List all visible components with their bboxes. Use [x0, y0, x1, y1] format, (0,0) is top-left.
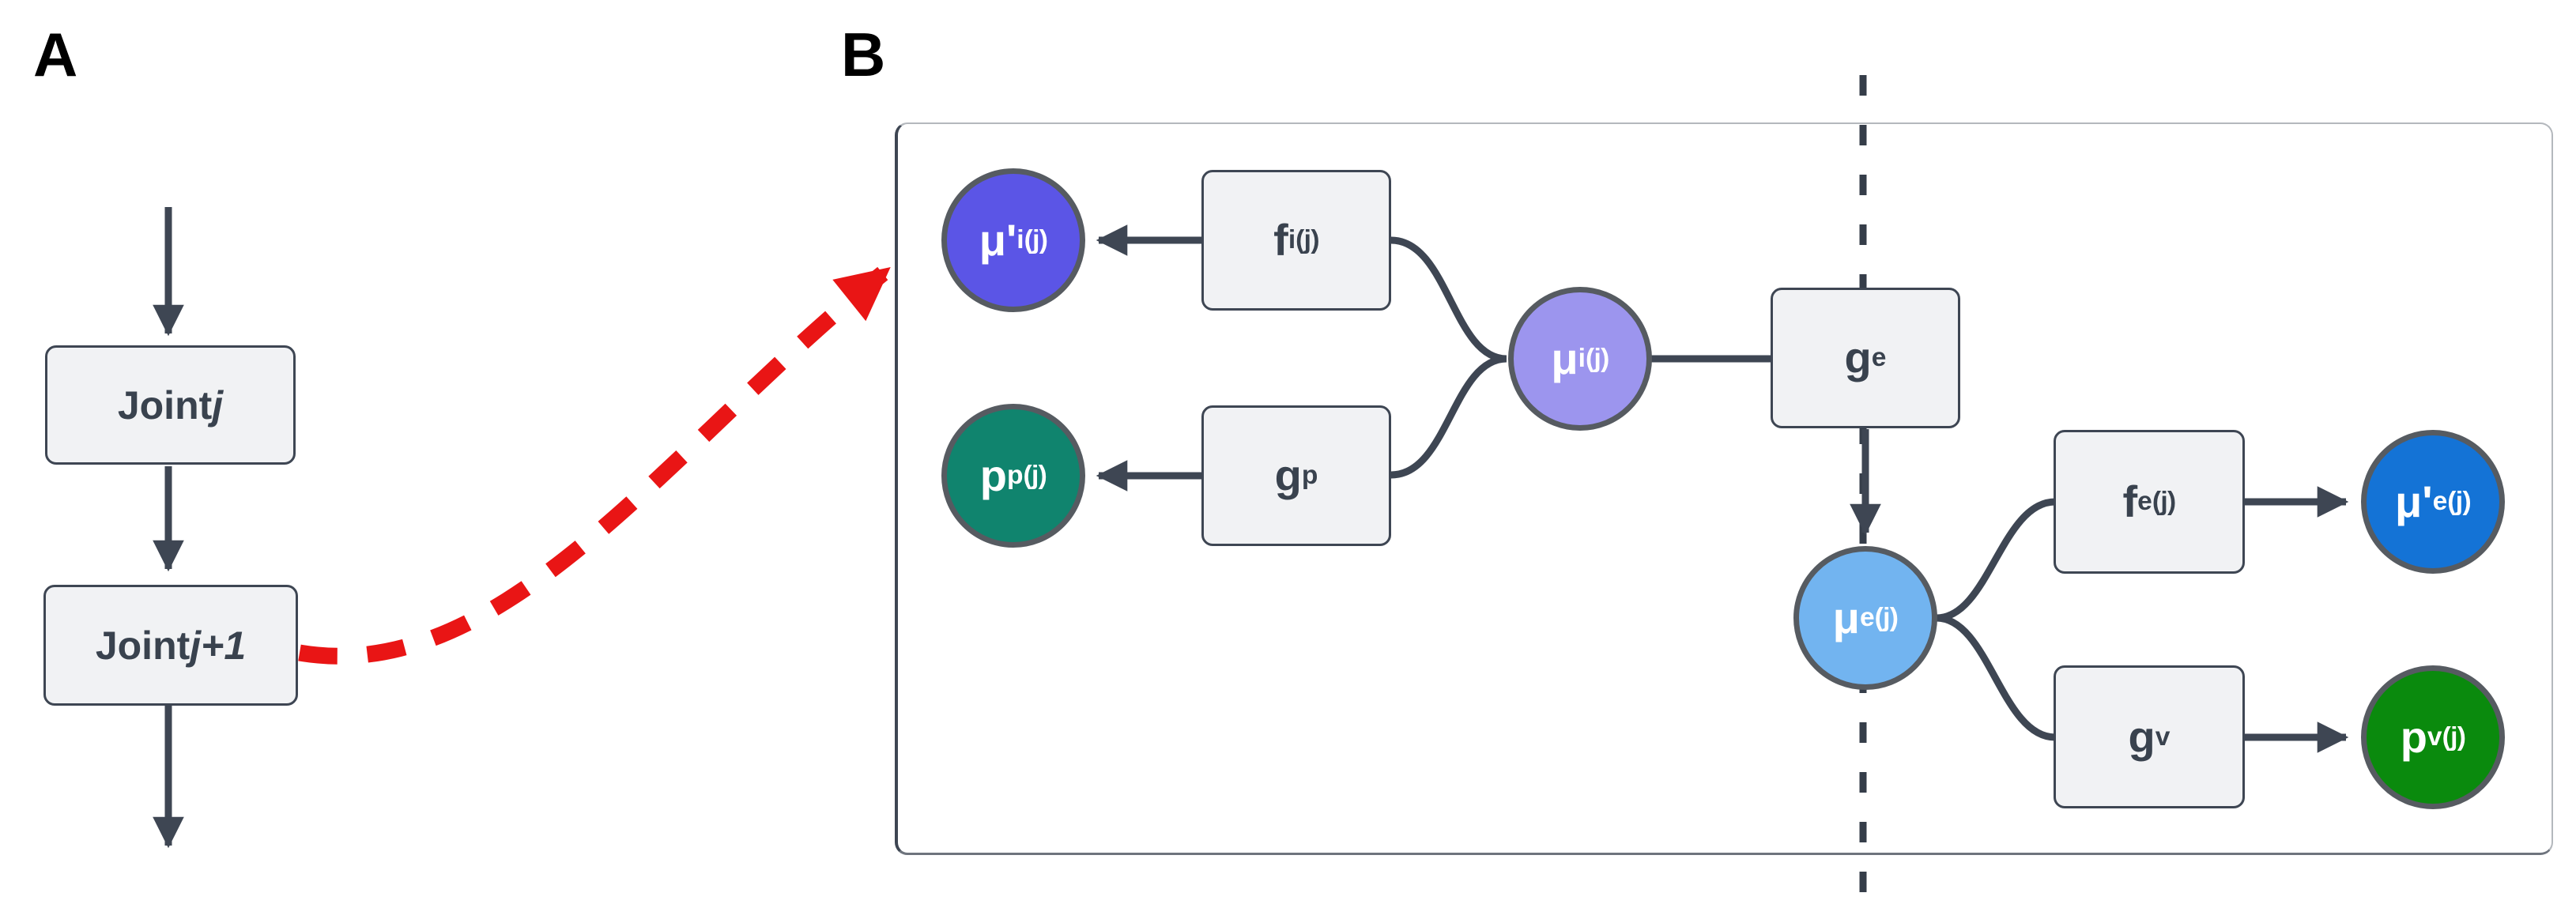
p-v-sub: v: [2427, 722, 2442, 752]
mu-i-sub: i: [1578, 344, 1586, 374]
p-p-base: p: [979, 450, 1007, 500]
p-v-base: p: [2400, 712, 2427, 762]
g-v-sub: v: [2155, 721, 2171, 752]
mu-i-prime-node: μ'i(j): [941, 168, 1085, 312]
p-v-sup: (j): [2442, 722, 2466, 752]
mu-e-prime-base: μ': [2395, 477, 2433, 526]
mu-i-prime-sup: (j): [1024, 225, 1048, 255]
mu-i-prime-sub: i: [1016, 225, 1024, 255]
g-p-sub: p: [1301, 461, 1318, 491]
joint-j1-box: Joint j+1: [43, 585, 298, 706]
mu-e-prime-sup: (j): [2447, 487, 2471, 517]
joint-j-box: Joint j: [45, 345, 296, 465]
mu-e-prime-sub: e: [2432, 487, 2448, 517]
panel-a-label: A: [33, 20, 78, 89]
mu-e-sub: e: [1859, 603, 1875, 633]
mu-e-sup: (j): [1874, 603, 1899, 633]
joint-j-label: Joint: [117, 382, 213, 428]
f-i-base: f: [1273, 215, 1288, 265]
f-i-sup: (j): [1296, 225, 1319, 255]
g-e-base: g: [1844, 333, 1872, 382]
p-p-sup: (j): [1023, 461, 1047, 491]
g-e-sub: e: [1871, 343, 1887, 373]
mu-i-sup: (j): [1585, 344, 1609, 374]
g-v-base: g: [2128, 711, 2155, 762]
g-p-base: g: [1274, 450, 1302, 500]
joint-j1-var: j+1: [190, 623, 247, 668]
joint-j-var: j: [212, 382, 224, 428]
red-dashed-zoom-arrow: [298, 266, 891, 665]
p-p-sub: p: [1007, 461, 1024, 491]
f-e-sup: (j): [2152, 487, 2176, 517]
f-e-base: f: [2122, 477, 2138, 526]
mu-i-prime-base: μ': [979, 215, 1017, 265]
panel-b-frame: [895, 122, 2553, 855]
f-e-sub: e: [2137, 487, 2152, 517]
panel-b-label: B: [841, 20, 886, 89]
mu-e-base: μ: [1832, 593, 1860, 642]
joint-j1-label: Joint: [95, 623, 190, 668]
mu-e-prime-node: μ'e(j): [2361, 430, 2505, 574]
mu-i-base: μ: [1551, 333, 1578, 383]
f-i-sub: i: [1288, 225, 1296, 255]
